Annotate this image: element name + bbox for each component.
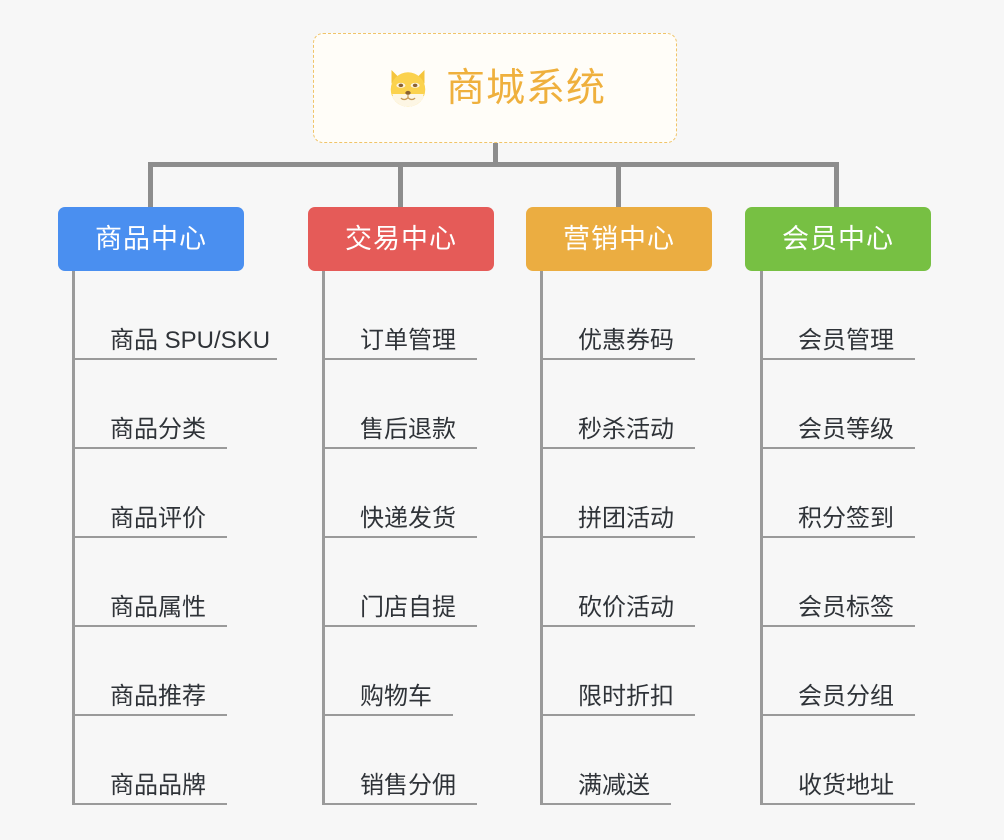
connector-drop-3: [616, 162, 621, 207]
leaf-item[interactable]: 商品推荐: [72, 627, 302, 716]
leaf-underline: [760, 358, 915, 360]
shiba-dog-face-icon: [390, 70, 426, 107]
leaf-underline: [540, 358, 695, 360]
leaf-underline: [760, 447, 915, 449]
leaf-label: 商品品牌: [110, 772, 206, 799]
connector-root-stem: [493, 143, 498, 166]
leaf-label: 会员分组: [798, 683, 894, 710]
leaf-label: 会员标签: [798, 594, 894, 621]
leaf-label: 商品 SPU/SKU: [110, 327, 271, 354]
leaf-item[interactable]: 优惠券码: [540, 271, 770, 360]
leaf-label: 销售分佣: [360, 772, 456, 799]
leaf-item[interactable]: 积分签到: [760, 449, 990, 538]
connector-drop-4: [834, 162, 839, 207]
leaf-underline: [72, 803, 227, 805]
leaf-item[interactable]: 购物车: [322, 627, 552, 716]
leaf-item[interactable]: 会员等级: [760, 360, 990, 449]
leaf-underline: [760, 714, 915, 716]
leaf-underline: [540, 803, 671, 805]
leaf-item[interactable]: 售后退款: [322, 360, 552, 449]
branch-label-1: 商品中心: [95, 223, 207, 254]
leaf-label: 商品评价: [110, 505, 206, 532]
leaf-item[interactable]: 销售分佣: [322, 716, 552, 805]
branch-node-3[interactable]: 营销中心: [526, 207, 712, 271]
leaf-underline: [72, 625, 227, 627]
leaf-item[interactable]: 砍价活动: [540, 538, 770, 627]
leaf-label: 购物车: [360, 683, 432, 710]
leaf-underline: [72, 714, 227, 716]
branch-label-2: 交易中心: [345, 223, 457, 254]
leaf-item[interactable]: 商品品牌: [72, 716, 302, 805]
leaf-label: 拼团活动: [578, 505, 674, 532]
leaf-spine-1: [72, 271, 75, 805]
leaf-label: 会员管理: [798, 327, 894, 354]
leaf-item[interactable]: 门店自提: [322, 538, 552, 627]
leaf-label: 商品推荐: [110, 683, 206, 710]
leaf-underline: [540, 536, 695, 538]
leaf-label: 商品属性: [110, 594, 206, 621]
leaf-label: 限时折扣: [578, 683, 674, 710]
leaf-label: 优惠券码: [578, 327, 674, 354]
leaf-label: 会员等级: [798, 416, 894, 443]
leaf-item[interactable]: 订单管理: [322, 271, 552, 360]
leaf-label: 快递发货: [360, 505, 456, 532]
leaf-item[interactable]: 商品 SPU/SKU: [72, 271, 302, 360]
branch-label-4: 会员中心: [782, 223, 894, 254]
leaf-item[interactable]: 限时折扣: [540, 627, 770, 716]
leaf-item[interactable]: 收货地址: [760, 716, 990, 805]
leaf-column-4: 会员管理 会员等级 积分签到 会员标签 会员分组 收货地址: [760, 271, 990, 805]
leaf-label: 订单管理: [360, 327, 456, 354]
root-title: 商城系统: [445, 66, 606, 110]
leaf-label: 门店自提: [360, 594, 456, 621]
leaf-item[interactable]: 商品评价: [72, 449, 302, 538]
leaf-underline: [760, 536, 915, 538]
leaf-item[interactable]: 会员管理: [760, 271, 990, 360]
leaf-item[interactable]: 会员标签: [760, 538, 990, 627]
leaf-underline: [72, 447, 227, 449]
branch-node-2[interactable]: 交易中心: [308, 207, 494, 271]
leaf-underline: [322, 803, 477, 805]
leaf-label: 砍价活动: [578, 594, 674, 621]
leaf-underline: [72, 536, 227, 538]
leaf-underline: [322, 358, 477, 360]
connector-horizontal-bus: [148, 162, 839, 167]
leaf-item[interactable]: 拼团活动: [540, 449, 770, 538]
leaf-underline: [760, 803, 915, 805]
leaf-underline: [322, 536, 477, 538]
leaf-item[interactable]: 满减送: [540, 716, 770, 805]
leaf-item[interactable]: 秒杀活动: [540, 360, 770, 449]
leaf-underline: [322, 447, 477, 449]
leaf-spine-2: [322, 271, 325, 805]
leaf-item[interactable]: 商品属性: [72, 538, 302, 627]
leaf-underline: [322, 714, 453, 716]
leaf-label: 收货地址: [798, 772, 894, 799]
root-node[interactable]: 商城系统: [313, 33, 677, 143]
leaf-underline: [322, 625, 477, 627]
leaf-spine-3: [540, 271, 543, 805]
leaf-item[interactable]: 会员分组: [760, 627, 990, 716]
branch-label-3: 营销中心: [563, 223, 675, 254]
leaf-label: 满减送: [578, 772, 650, 799]
leaf-label: 商品分类: [110, 416, 206, 443]
connector-drop-1: [148, 162, 153, 207]
leaf-underline: [540, 714, 695, 716]
leaf-item[interactable]: 快递发货: [322, 449, 552, 538]
branch-node-1[interactable]: 商品中心: [58, 207, 244, 271]
branch-node-4[interactable]: 会员中心: [745, 207, 931, 271]
leaf-label: 秒杀活动: [578, 416, 674, 443]
leaf-underline: [540, 447, 695, 449]
leaf-underline: [72, 358, 277, 360]
leaf-item[interactable]: 商品分类: [72, 360, 302, 449]
leaf-underline: [540, 625, 695, 627]
leaf-spine-4: [760, 271, 763, 805]
leaf-column-1: 商品 SPU/SKU 商品分类 商品评价 商品属性 商品推荐 商品品牌: [72, 271, 302, 805]
leaf-label: 售后退款: [360, 416, 456, 443]
leaf-label: 积分签到: [798, 505, 894, 532]
connector-drop-2: [398, 162, 403, 207]
leaf-underline: [760, 625, 915, 627]
leaf-column-3: 优惠券码 秒杀活动 拼团活动 砍价活动 限时折扣 满减送: [540, 271, 770, 805]
leaf-column-2: 订单管理 售后退款 快递发货 门店自提 购物车 销售分佣: [322, 271, 552, 805]
